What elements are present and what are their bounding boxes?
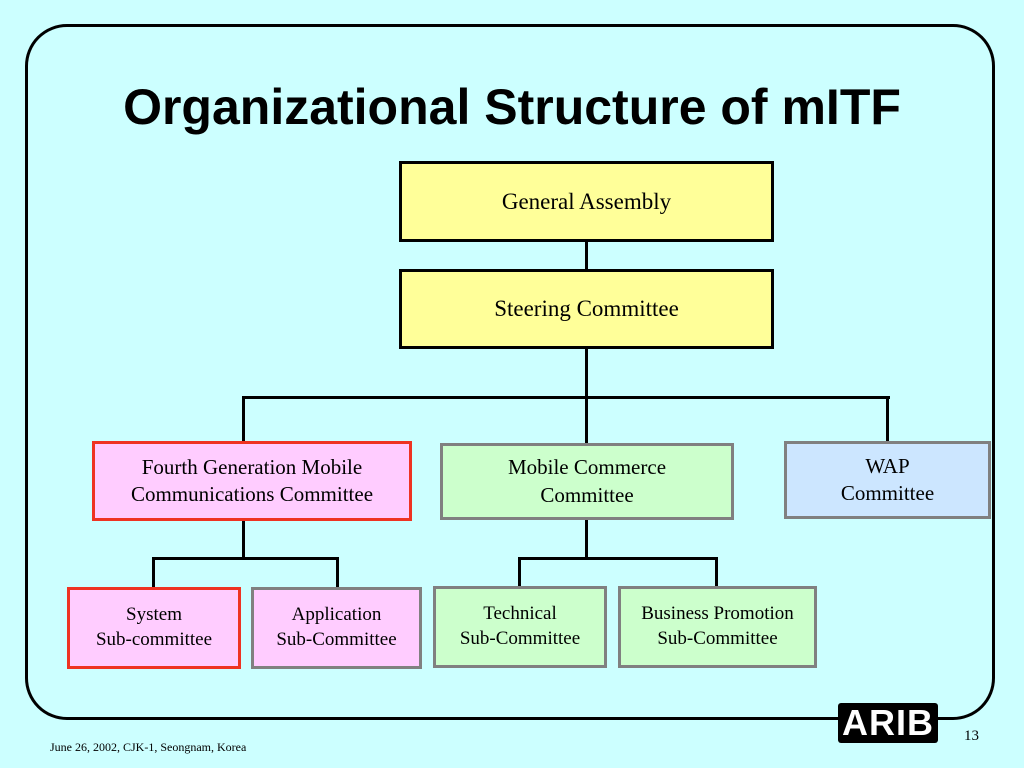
arib-logo: ARIB	[838, 703, 938, 743]
business-promotion-subcommittee-box: Business Promotion Sub-Committee	[618, 586, 817, 668]
connector-assembly-steering	[585, 241, 588, 270]
fourth-gen-committee-box: Fourth Generation Mobile Communications …	[92, 441, 412, 521]
mobile-commerce-subbus-line	[518, 557, 718, 560]
technical-subcommittee-label: Technical Sub-Committee	[459, 603, 581, 649]
arib-logo-text: ARIB	[842, 702, 934, 743]
connector-subbus-technical	[518, 557, 521, 589]
connector-bus-wap	[886, 396, 889, 442]
wap-committee-label: WAP Committee	[840, 453, 935, 505]
application-subcommittee-label: Application Sub-Committee	[276, 604, 397, 650]
fourth-gen-subbus-line	[152, 557, 339, 560]
footer-text: June 26, 2002, CJK-1, Seongnam, Korea	[50, 740, 247, 754]
committee-bus-line	[242, 396, 890, 399]
general-assembly-box: General Assembly	[399, 161, 774, 242]
connector-bus-mobile-commerce	[585, 396, 588, 444]
slide-title: Organizational Structure of mITF	[123, 79, 901, 135]
connector-mobile-commerce-down	[585, 519, 588, 559]
connector-bus-fourth-gen	[242, 396, 245, 442]
business-promotion-subcommittee-label: Business Promotion Sub-Committee	[641, 603, 794, 649]
connector-subbus-system	[152, 557, 155, 589]
mobile-commerce-committee-box: Mobile Commerce Committee	[440, 443, 734, 520]
page-number: 13	[964, 728, 979, 744]
connector-subbus-application	[336, 557, 339, 589]
slide-frame	[25, 24, 995, 720]
fourth-gen-committee-label: Fourth Generation Mobile Communications …	[130, 454, 374, 506]
general-assembly-label: General Assembly	[501, 188, 672, 214]
application-subcommittee-box: Application Sub-Committee	[251, 587, 422, 669]
mobile-commerce-committee-label: Mobile Commerce Committee	[507, 455, 667, 507]
steering-committee-box: Steering Committee	[399, 269, 774, 349]
connector-fourth-gen-down	[242, 520, 245, 559]
wap-committee-box: WAP Committee	[784, 441, 991, 519]
steering-committee-label: Steering Committee	[494, 296, 679, 322]
connector-subbus-business	[715, 557, 718, 589]
system-subcommittee-box: System Sub-committee	[67, 587, 241, 669]
system-subcommittee-label: System Sub-committee	[95, 604, 213, 650]
technical-subcommittee-box: Technical Sub-Committee	[433, 586, 607, 668]
connector-steering-bus	[585, 348, 588, 398]
